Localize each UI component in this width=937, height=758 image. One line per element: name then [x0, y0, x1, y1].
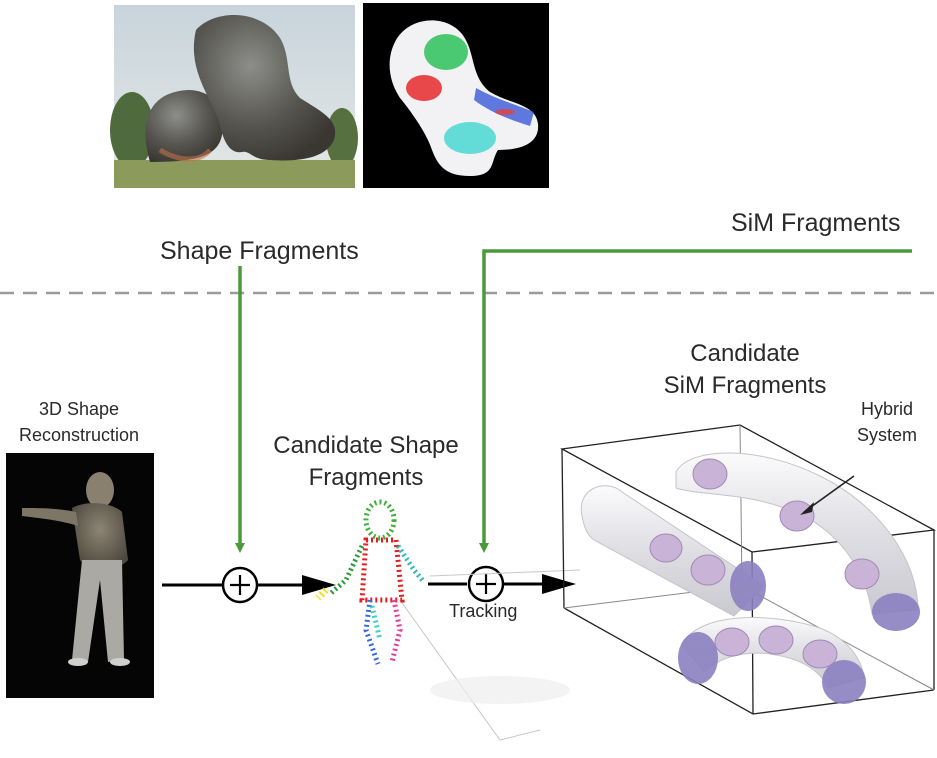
candidate-shape-label-line2: Fragments: [308, 464, 424, 491]
candidate-shape-label-line1: Candidate Shape: [273, 432, 459, 459]
candidate-shape-label: Candidate Shape Fragments: [258, 430, 474, 494]
curved-tube: [675, 452, 920, 631]
hybrid-system-label-line2: System: [856, 425, 917, 445]
hybrid-system-label: Hybrid System: [842, 396, 932, 448]
hybrid-system-label-line1: Hybrid: [860, 399, 913, 419]
sculpture-photo: [110, 5, 358, 188]
circled-plus-icon: [476, 574, 496, 594]
segmentation-image: [363, 3, 549, 188]
pipeline-arrowhead-4: [542, 574, 576, 594]
reconstruction-label: 3D Shape Reconstruction: [4, 396, 154, 448]
reconstruction-label-line2: Reconstruction: [18, 425, 140, 445]
sim-fragments-box: [559, 424, 937, 715]
tracking-label: Tracking: [449, 601, 518, 621]
circled-plus-icon: [230, 575, 250, 595]
hybrid-pointer-head: [800, 502, 814, 515]
arch-tube: [678, 617, 866, 704]
reconstruction-label-line1: 3D Shape: [38, 399, 120, 419]
candidate-shape-figure: [315, 499, 581, 741]
pipeline-arrowhead-2: [302, 575, 336, 595]
shape-fragments-label: Shape Fragments: [160, 237, 359, 265]
candidate-sim-label: Candidate SiM Fragments: [640, 338, 850, 402]
straight-tube: [580, 485, 766, 617]
reconstruction-image: [6, 453, 154, 698]
sim-fragments-label: SiM Fragments: [731, 209, 901, 237]
sim-fragments-arrow: [479, 249, 912, 553]
candidate-sim-label-line2: SiM Fragments: [663, 372, 827, 399]
candidate-sim-label-line1: Candidate: [690, 340, 800, 367]
